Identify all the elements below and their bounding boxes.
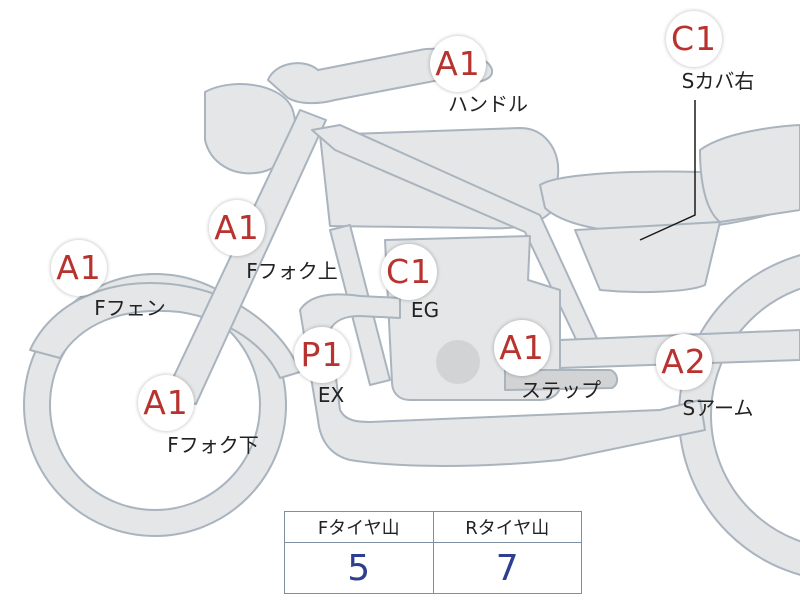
tire-table-value-row: 5 7 xyxy=(284,542,582,594)
side-cover xyxy=(574,221,721,294)
engine-cover xyxy=(436,340,480,384)
front-tire-header: Fタイヤ山 xyxy=(284,511,434,543)
grade-badge-s-cover-right: C1 xyxy=(666,11,722,67)
front-tire-value: 5 xyxy=(284,542,434,594)
grade-badge-ex: P1 xyxy=(294,327,350,383)
part-label-s-cover-right: Sカバ右 xyxy=(681,69,755,93)
part-label-f-fender: Fフェン xyxy=(94,296,166,320)
part-label-step: ステップ xyxy=(521,378,601,402)
grade-badge-handle: A1 xyxy=(430,36,486,92)
part-label-handle: ハンドル xyxy=(448,92,528,116)
grade-badge-f-fork-lower: A1 xyxy=(138,375,194,431)
part-label-ex: EX xyxy=(317,383,345,407)
step-bar xyxy=(504,369,618,391)
grade-badge-f-fender: A1 xyxy=(51,240,107,296)
grade-badge-f-fork-upper: A1 xyxy=(209,200,265,256)
rear-tire-value: 7 xyxy=(432,542,582,594)
tire-table-header-row: Fタイヤ山 Rタイヤ山 xyxy=(284,511,582,543)
grade-badge-s-arm: A2 xyxy=(656,334,712,390)
grade-badge-eg: C1 xyxy=(381,244,437,300)
rear-tail xyxy=(699,124,800,223)
tire-tread-table: Fタイヤ山 Rタイヤ山 5 7 xyxy=(284,511,582,594)
grade-badge-step: A1 xyxy=(494,320,550,376)
exhaust xyxy=(299,293,706,467)
part-label-f-fork-lower: Fフォク下 xyxy=(167,433,259,457)
part-label-f-fork-upper: Fフォク上 xyxy=(246,259,338,283)
rear-tire-header: Rタイヤ山 xyxy=(432,511,582,543)
s-cover-leader-line xyxy=(639,100,696,241)
part-label-s-arm: Sアーム xyxy=(682,396,754,420)
part-label-eg: EG xyxy=(410,298,440,322)
